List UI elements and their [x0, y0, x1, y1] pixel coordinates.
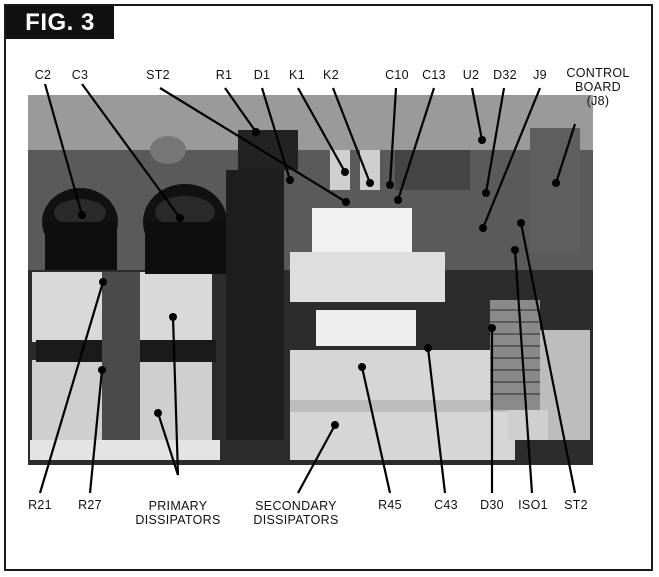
label-k2: K2 [323, 68, 339, 82]
label-j9: J9 [533, 68, 547, 82]
label-control-board: CONTROL BOARD (J8) [566, 66, 629, 108]
label-u2: U2 [462, 68, 480, 82]
label-c3: C3 [71, 68, 89, 82]
label-secondary-line2: DISSIPATORS [253, 513, 339, 527]
label-c2: C2 [34, 68, 52, 82]
label-primary-line1: PRIMARY [148, 499, 208, 513]
label-d32: D32 [493, 68, 517, 82]
label-r27: R27 [78, 498, 102, 512]
label-c43: C43 [434, 498, 458, 512]
label-c10: C10 [385, 68, 409, 82]
label-control-board-line3: (J8) [586, 94, 610, 108]
label-st2-bottom: ST2 [564, 498, 588, 512]
label-primary-line2: DISSIPATORS [135, 513, 221, 527]
label-primary-dissipators: PRIMARY DISSIPATORS [135, 499, 220, 527]
label-secondary-line1: SECONDARY [255, 499, 337, 513]
label-r45: R45 [378, 498, 402, 512]
label-r21: R21 [28, 498, 52, 512]
label-c13: C13 [422, 68, 446, 82]
label-k1: K1 [289, 68, 305, 82]
label-control-board-line1: CONTROL [566, 66, 630, 80]
label-iso1: ISO1 [518, 498, 548, 512]
label-d1: D1 [253, 68, 271, 82]
label-secondary-dissipators: SECONDARY DISSIPATORS [253, 499, 338, 527]
label-r1: R1 [215, 68, 233, 82]
label-st2-top: ST2 [146, 68, 170, 82]
label-d30: D30 [480, 498, 504, 512]
label-control-board-line2: BOARD [575, 80, 621, 94]
figure-tag: FIG. 3 [6, 6, 114, 39]
